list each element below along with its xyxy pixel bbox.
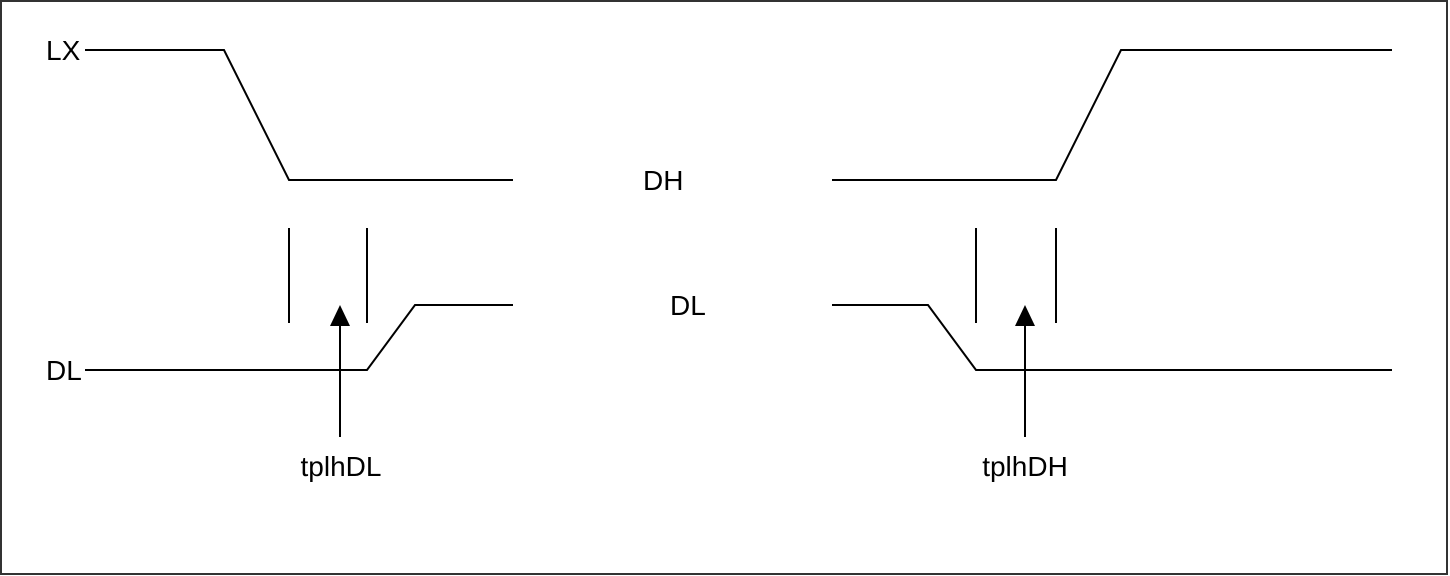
lx-waveform-right [832, 49, 1392, 181]
tplh-dl-arrowhead [330, 305, 350, 326]
tplh-dh-label: tplhDH [982, 451, 1068, 482]
lx-waveform-left [85, 49, 513, 181]
lx-label: LX [46, 35, 81, 66]
dh-center-label: DH [643, 165, 683, 196]
tplh-dh-arrowhead [1015, 305, 1035, 326]
dl-waveform-left [85, 304, 513, 371]
tplh-dl-label: tplhDL [301, 451, 382, 482]
dl-left-label: DL [46, 355, 82, 386]
dl-waveform-right [832, 304, 1392, 371]
dl-center-label: DL [670, 290, 706, 321]
